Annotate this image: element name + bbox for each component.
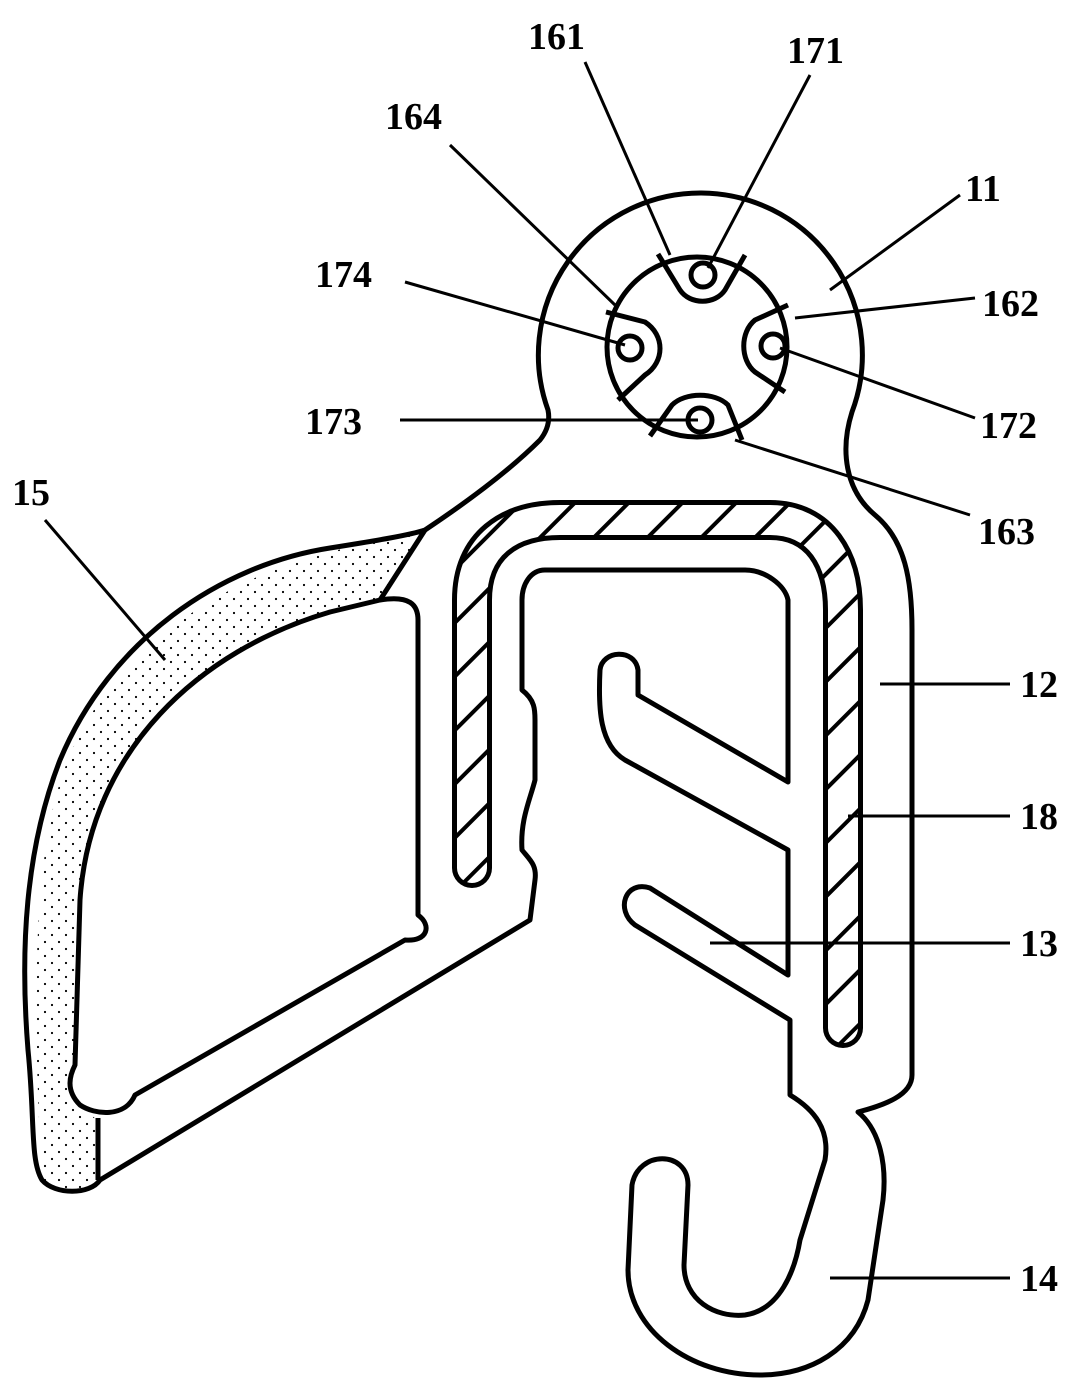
left-cavity [67,596,429,1116]
leader-lines [43,61,1010,1280]
label-173: 173 [305,401,362,443]
hole-172 [758,331,788,361]
label-174: 174 [315,254,372,296]
lobe-161 [655,252,748,304]
layer-boundary [95,528,428,1180]
label-15: 15 [12,472,50,514]
label-171: 171 [787,30,844,72]
lobe-163 [647,392,745,441]
label-13: 13 [1020,923,1058,965]
label-14: 14 [1020,1258,1058,1300]
hole-174 [615,333,645,363]
label-12: 12 [1020,664,1058,706]
hole-171 [688,260,718,290]
label-172: 172 [980,405,1037,447]
label-18: 18 [1020,796,1058,838]
label-161: 161 [528,16,585,58]
lobe-162 [741,302,790,395]
label-163: 163 [978,511,1035,553]
label-164: 164 [385,96,442,138]
dotted-layer-15 [36,530,426,1192]
label-11: 11 [965,168,1001,210]
label-162: 162 [982,283,1039,325]
lobe-164 [605,309,663,402]
insert-strip-18 [457,505,858,1043]
